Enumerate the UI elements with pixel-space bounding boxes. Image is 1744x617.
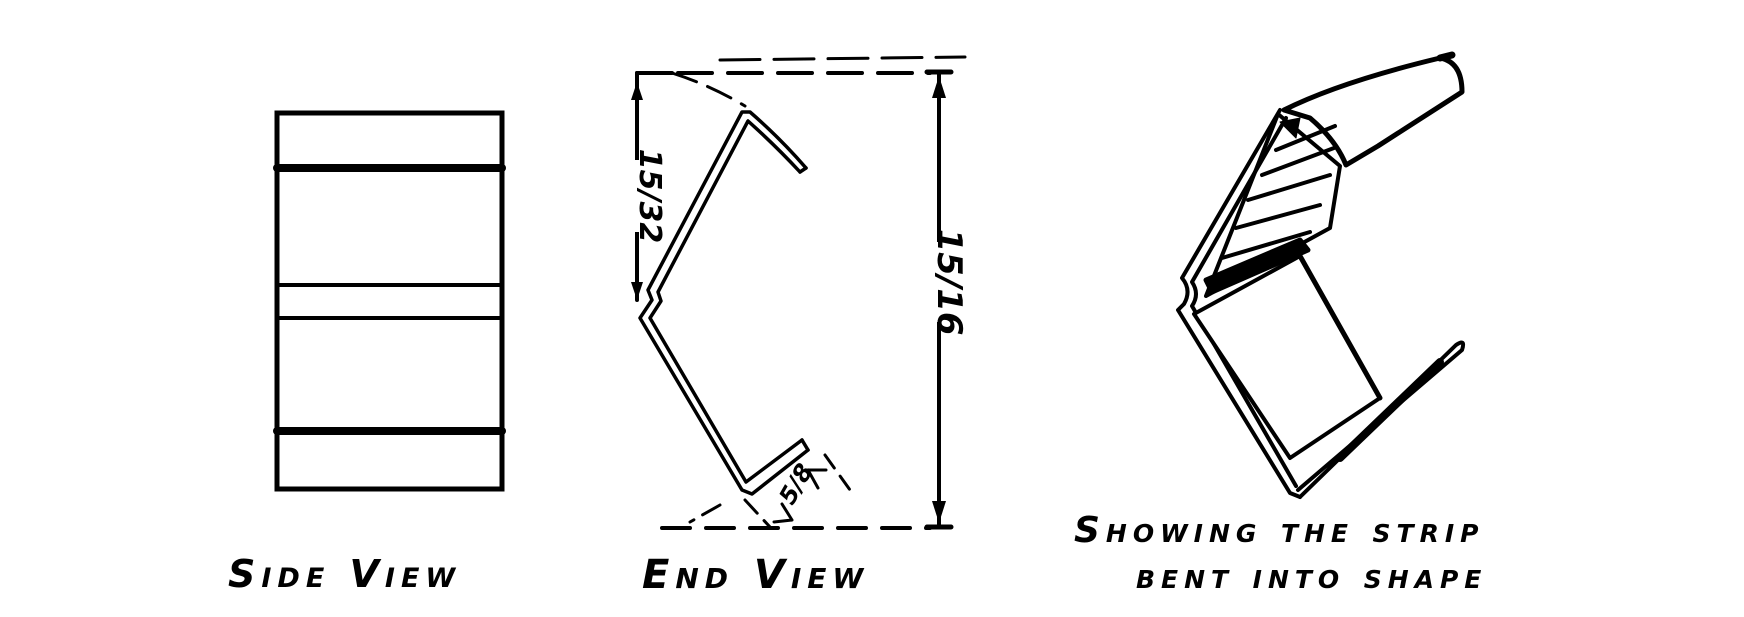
end-view-tip <box>800 438 810 452</box>
perspective-view <box>1176 51 1466 499</box>
caption-side-view: Side View <box>228 552 462 596</box>
arc-extension <box>670 71 747 108</box>
end-view-tip <box>798 166 808 174</box>
end-view-profile-outer <box>638 110 810 496</box>
dimension-label-lip: 5/8 <box>773 459 818 510</box>
flange-tip <box>1436 51 1456 62</box>
spine-inner <box>1190 116 1298 488</box>
end-view-profile-inner <box>648 119 804 484</box>
arrow-up-icon <box>932 76 946 98</box>
top-flange <box>1281 55 1465 168</box>
side-view-outline <box>274 110 505 492</box>
caption-perspective-line1: Showing the strip <box>1074 510 1485 551</box>
dimension-label-15-32: 15/32 <box>632 149 667 243</box>
upper-panel-hatched <box>1204 112 1342 298</box>
hatch-lines <box>1220 124 1337 260</box>
dimension-label-15-16: 15/16 <box>929 228 969 335</box>
lip-arrow-icon <box>806 468 828 490</box>
lip-extension-dashed <box>743 498 772 529</box>
bottom-flange <box>1296 340 1466 499</box>
lip-extension-dashed <box>823 453 852 492</box>
bottom-flange-edge <box>1336 358 1444 462</box>
spine-outer <box>1176 108 1302 499</box>
arrow-up-icon <box>631 82 643 100</box>
lip-arrow-icon <box>772 502 794 524</box>
lip-extension-dashed <box>688 503 722 524</box>
caption-end-view: End View <box>642 552 870 598</box>
arrow-down-icon <box>932 501 946 523</box>
top-extension-dashed-upper <box>718 55 967 62</box>
end-view <box>612 55 973 530</box>
caption-perspective-line2: bent into shape <box>1136 556 1488 597</box>
side-view <box>273 110 506 492</box>
panel-edge <box>1297 253 1383 401</box>
arrow-down-icon <box>631 282 643 300</box>
ridge-bend <box>1203 237 1311 295</box>
